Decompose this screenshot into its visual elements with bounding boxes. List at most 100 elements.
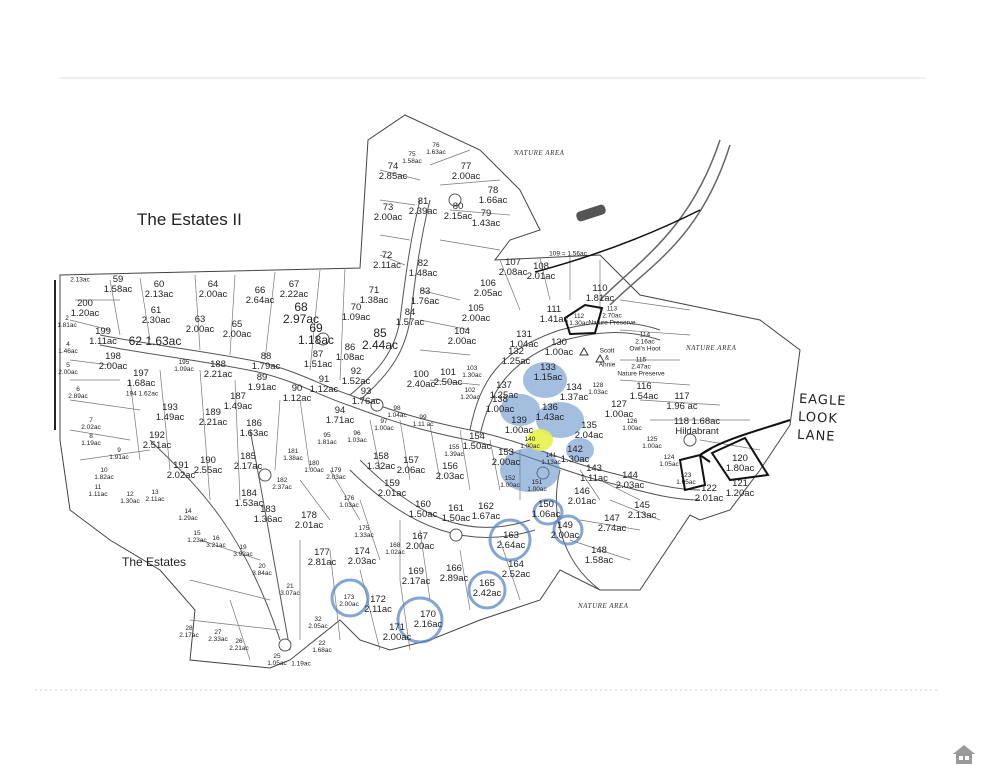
lot-label: 98 1.04ac — [387, 405, 407, 419]
lot-label: 104 2.00ac — [447, 326, 477, 347]
lot-label: 186 1.63ac — [239, 418, 269, 439]
lot-label: 20 3.84ac — [252, 563, 272, 577]
lot-label: 76 1.63ac — [426, 142, 446, 156]
lot-label: 133 1.15ac — [533, 362, 563, 383]
lot-label: 7 2.02ac — [81, 417, 101, 431]
lot-label: 68 2.97ac — [282, 300, 320, 326]
lot-label: 124 1.05ac — [659, 454, 679, 468]
lot-label: 93 1.76ac — [351, 386, 381, 407]
lot-label: 173 2.00ac — [339, 594, 359, 608]
lot-label: 101 2.50ac — [433, 367, 463, 388]
lot-label: 107 2.08ac — [498, 257, 528, 278]
lot-label: 151 1.00ac — [527, 479, 547, 493]
nature-area-label: NATURE AREA — [514, 149, 565, 157]
lot-label: 177 2.81ac — [307, 547, 337, 568]
lot-label: 63 2.00ac — [185, 314, 215, 335]
nature-area-label: NATURE AREA — [686, 344, 737, 352]
lot-label: 191 2.02ac — [166, 460, 196, 481]
lot-label: 132 1.25ac — [501, 346, 531, 367]
lot-label: 158 1.32ac — [366, 451, 396, 472]
lot-label: 156 2.03ac — [435, 461, 465, 482]
lot-label: 65 2.00ac — [222, 319, 252, 340]
lot-label: 82 1.48ac — [408, 258, 438, 279]
lot-label: 12 1.30ac — [120, 491, 140, 505]
lot-label: 168 1.02ac — [385, 542, 405, 556]
lot-label: 110 1.81ac — [585, 283, 615, 304]
lot-label: 160 1.50ac — [408, 499, 438, 520]
lot-label: 170 2.16ac — [413, 609, 443, 630]
lot-label: 108 2.01ac — [526, 261, 556, 282]
lot-label: 106 2.05ac — [473, 278, 503, 299]
lot-label: 87 1.51ac — [303, 349, 333, 370]
lot-label: 92 1.52ac — [341, 366, 371, 387]
lot-label: 197 1.68ac — [126, 368, 156, 389]
lot-label: 67 2.22ac — [279, 279, 309, 300]
lot-label: 192 2.51ac — [142, 430, 172, 451]
lot-label: 131 1.04ac — [509, 329, 539, 350]
lot-label: 188 2.21ac — [203, 359, 233, 380]
lot-label: 123 1.05ac — [676, 472, 696, 486]
lot-label: 182 2.37ac — [272, 477, 292, 491]
lot-label: 97 1.00ac — [374, 418, 394, 432]
lot-label: 144 2.03ac — [615, 470, 645, 491]
lot-label: 200 1.20ac — [70, 298, 100, 319]
lot-label: 147 2.74ac — [597, 513, 627, 534]
lot-label: 153 2.00ac — [491, 447, 521, 468]
lot-label: 184 1.53ac — [234, 488, 264, 509]
lot-label: 103 1.30ac — [462, 365, 482, 379]
lot-label: 75 1.58ac — [402, 151, 422, 165]
lot-label: 91 1.12ac — [309, 374, 339, 395]
lot-label: 190 2.55ac — [193, 455, 223, 476]
lot-label: 195 1.09ac — [174, 359, 194, 373]
home-icon[interactable] — [950, 742, 978, 766]
lot-label: 118 1.68ac Hildabrant — [673, 416, 721, 437]
lot-label: 128 1.03ac — [588, 382, 608, 396]
lot-label: 27 2.33ac — [208, 629, 228, 643]
lot-label: 64 2.00ac — [198, 279, 228, 300]
lot-label: 80 2.15ac — [443, 201, 473, 222]
lot-label: 13 2.11ac — [145, 489, 165, 503]
lot-label: 126 1.00ac — [622, 418, 642, 432]
lot-label: 122 2.01ac — [694, 483, 724, 504]
lot-label: 21 3.07ac — [280, 583, 300, 597]
lot-label: 90 1.12ac — [282, 383, 312, 404]
lot-label: 175 1.33ac — [354, 525, 374, 539]
lot-label: 99 1.11 ac — [412, 414, 434, 428]
lot-label: 8 1.19ac — [81, 433, 101, 447]
lot-label: 139 1.00ac — [504, 415, 534, 436]
lot-label: 73 2.00ac — [373, 202, 403, 223]
lot-label: 145 2.13ac — [627, 500, 657, 521]
lot-label: 9 1.91ac — [109, 447, 129, 461]
lot-label: 127 1.00ac — [604, 399, 634, 420]
lot-label: 1.19ac — [291, 660, 311, 668]
lot-label: 136 1.43ac — [535, 402, 565, 423]
lot-label: 193 1.49ac — [155, 402, 185, 423]
lot-label: 157 2.06ac — [396, 455, 426, 476]
lot-label: 114 2.16ac Owl's Hoot — [629, 331, 661, 353]
lot-label: 2 1.81ac — [57, 315, 77, 329]
lot-label: 15 1.23ac — [187, 530, 207, 544]
lot-label: 60 2.13ac — [144, 279, 174, 300]
lot-label: 161 1.50ac — [441, 503, 471, 524]
lot-label: 16 3.21ac — [206, 535, 226, 549]
lot-label: 162 1.67ac — [471, 501, 501, 522]
lot-label: 113 2.70ac Nature Preserve — [588, 305, 636, 327]
lot-label: 25 1.05ac — [267, 653, 287, 667]
hand-drawn-path — [534, 209, 701, 273]
lot-label: 187 1.49ac — [223, 391, 253, 412]
lot-label: 83 1.76ac — [410, 286, 440, 307]
lot-label: 14 1.29ac — [178, 508, 198, 522]
lot-label: 143 1.11ac — [580, 463, 608, 484]
lot-label: 2.13ac — [70, 276, 90, 284]
lot-label: 142 1.30ac — [560, 444, 590, 465]
lot-label: 77 2.00ac — [451, 161, 481, 182]
lot-label: 148 1.58ac — [584, 545, 614, 566]
lot-label: 164 2.52ac — [501, 559, 531, 580]
lot-label: 179 2.03ac — [326, 467, 346, 481]
lot-label: 71 1.38ac — [359, 285, 389, 306]
lot-label: 152 1.00ac — [500, 475, 520, 489]
lot-label: 149 2.00ac — [550, 520, 580, 541]
lot-label: 174 2.03ac — [347, 546, 377, 567]
